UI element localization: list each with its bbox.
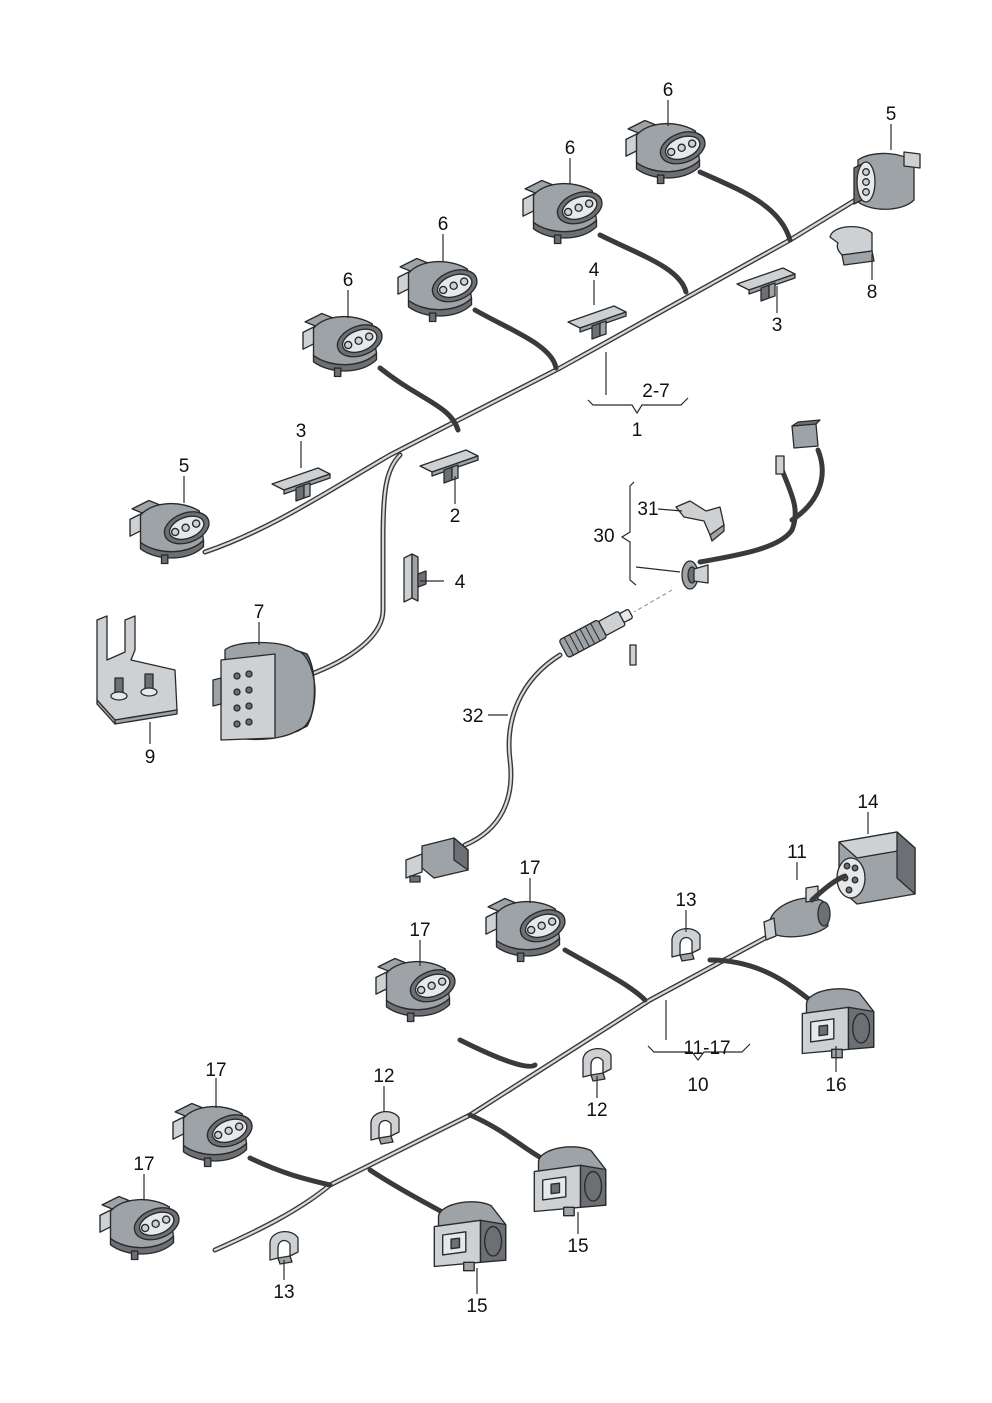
callout-32: 32	[462, 706, 483, 727]
callout-14: 14	[857, 792, 879, 813]
callout-13: 13	[273, 1282, 294, 1303]
sensor-connector-17	[99, 1195, 185, 1261]
lower-wiring-harness	[212, 927, 813, 1253]
connector-housing-15	[533, 1146, 607, 1217]
leader-lines	[143, 100, 892, 1294]
callout-4: 4	[455, 572, 466, 593]
callout-1: 1	[632, 420, 643, 441]
grommet-30	[681, 560, 709, 590]
sensor-pin	[629, 644, 637, 666]
callout-7: 7	[254, 602, 265, 623]
connector-housing-15	[433, 1201, 507, 1272]
sensor-head	[559, 609, 633, 658]
sensor-cable-assembly	[405, 419, 825, 883]
clamp-12	[370, 1110, 400, 1145]
callout-30: 30	[593, 526, 614, 547]
callout-16: 16	[825, 1075, 846, 1096]
clamp-13	[269, 1230, 299, 1265]
callout-2-7: 2-7	[642, 381, 669, 402]
callout-6: 6	[343, 270, 354, 291]
callout-15: 15	[466, 1296, 487, 1317]
connector-5	[129, 499, 215, 565]
callout-17: 17	[519, 858, 540, 879]
callout-2: 2	[450, 506, 461, 527]
cable-end-connector	[791, 419, 821, 449]
clamp-13	[671, 927, 701, 962]
connector-housing-16	[801, 988, 875, 1059]
callout-17: 17	[133, 1154, 154, 1175]
callout-4: 4	[589, 260, 600, 281]
connector-5	[853, 151, 921, 210]
sensor-connector-17	[485, 897, 571, 963]
callout-labels: 6 5 6 6 6 4 8 3 2-7 1 3 5 2 31 30 4 7 9 …	[133, 80, 896, 1317]
callout-10: 10	[687, 1075, 708, 1096]
callout-3: 3	[772, 315, 783, 336]
callout-15: 15	[567, 1236, 588, 1257]
sensor-connector-6	[625, 119, 711, 185]
callout-11-17: 11-17	[683, 1038, 730, 1059]
callout-12: 12	[586, 1100, 607, 1121]
clamp-8	[829, 226, 875, 266]
holder-4	[403, 553, 427, 603]
callout-6: 6	[565, 138, 576, 159]
callout-9: 9	[145, 747, 156, 768]
sensor-connector-17	[172, 1102, 258, 1168]
sensor-connector-6	[397, 257, 483, 323]
upper-wiring-harness	[202, 169, 865, 681]
callout-6: 6	[438, 214, 449, 235]
cable-end-pin	[775, 455, 785, 475]
callout-12: 12	[373, 1066, 394, 1087]
callout-6: 6	[663, 80, 674, 101]
callout-13: 13	[675, 890, 696, 911]
callout-5: 5	[179, 456, 190, 477]
multi-pin-connector-7	[212, 641, 316, 741]
clip-3	[736, 267, 796, 302]
connector-14	[836, 831, 916, 905]
callout-8: 8	[867, 282, 878, 303]
callout-11: 11	[787, 842, 807, 863]
sensor-connector-6	[522, 179, 608, 245]
callout-5: 5	[886, 104, 897, 125]
callout-3: 3	[296, 421, 307, 442]
sensor-connector-6	[302, 312, 388, 378]
callout-31: 31	[637, 499, 658, 520]
bracket-9	[96, 615, 178, 725]
sensor-connector-17	[375, 957, 461, 1023]
callout-17: 17	[205, 1060, 226, 1081]
callout-17: 17	[409, 920, 430, 941]
clip-2	[419, 449, 479, 484]
clip-31	[675, 500, 725, 542]
cable-plug	[405, 837, 469, 883]
connector-11	[763, 885, 831, 941]
